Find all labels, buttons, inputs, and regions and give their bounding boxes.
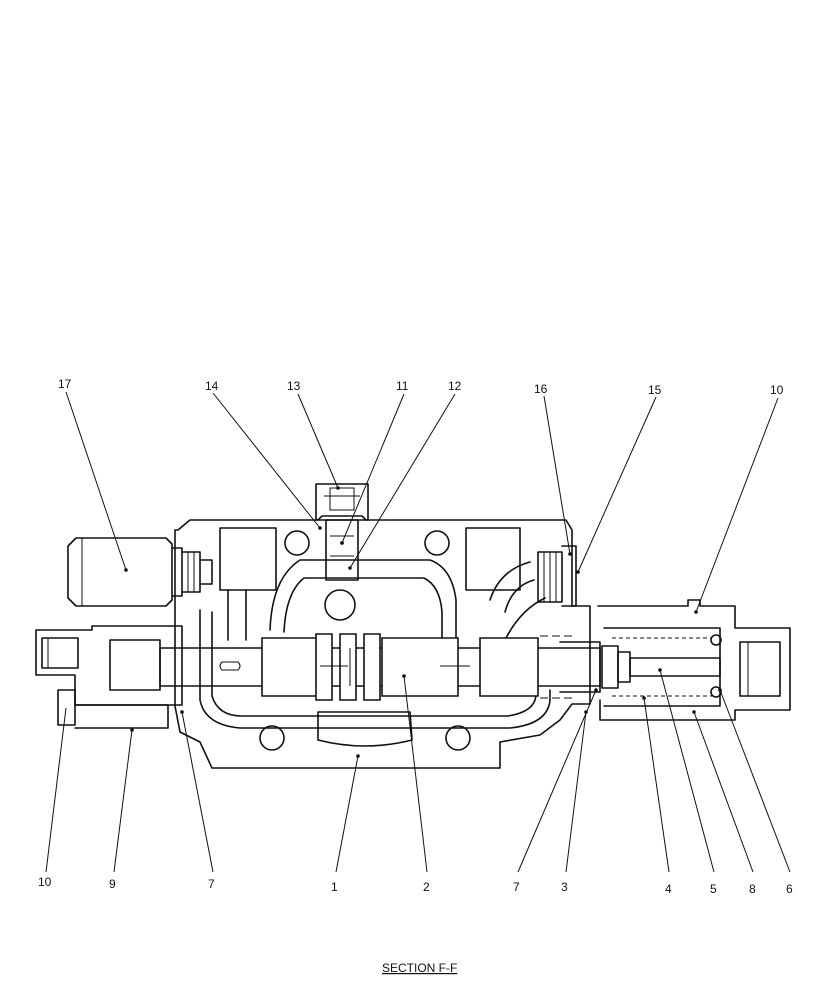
- callout-1: 1: [331, 880, 338, 894]
- right-cap-assembly: [597, 599, 791, 721]
- top-check-valve: [315, 483, 369, 581]
- callout-17: 17: [58, 377, 72, 391]
- callout-9: 9: [109, 877, 116, 891]
- callout-10-top: 10: [770, 383, 784, 397]
- section-caption: SECTION F-F: [382, 961, 457, 975]
- callout-5: 5: [710, 882, 717, 896]
- left-plug-17: [67, 537, 213, 607]
- main-spool-2: [159, 633, 601, 701]
- callout-4: 4: [665, 882, 672, 896]
- callout-10-bottom: 10: [38, 875, 52, 889]
- callout-12: 12: [448, 379, 462, 393]
- callout-8: 8: [749, 882, 756, 896]
- callout-7-right: 7: [513, 880, 520, 894]
- callout-2: 2: [423, 880, 430, 894]
- callout-16: 16: [534, 382, 548, 396]
- callout-3: 3: [561, 880, 568, 894]
- callout-15: 15: [648, 383, 662, 397]
- callout-6: 6: [786, 882, 793, 896]
- callout-13: 13: [287, 379, 301, 393]
- valve-body: [174, 515, 591, 769]
- callouts: 17 14 13 11 12 16 15 10 10 9 7 1 2 7 3 4…: [38, 377, 793, 896]
- callout-14: 14: [205, 379, 219, 393]
- callout-11: 11: [396, 379, 409, 393]
- leader-lines: [45, 391, 791, 873]
- callout-7-left: 7: [208, 877, 215, 891]
- left-cap-9: [35, 625, 183, 729]
